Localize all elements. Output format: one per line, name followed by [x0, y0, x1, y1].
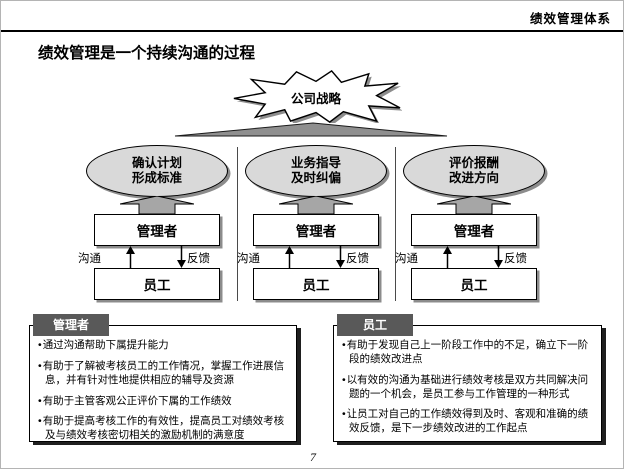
employee-bullet-list: 有助于发现自己上一阶段工作中的不足，确立下一阶段的绩效改进点 以有效的沟通为基础…: [342, 339, 593, 436]
communication-connector: 沟通 反馈: [237, 246, 387, 268]
communicate-label: 沟通: [395, 253, 418, 265]
up-block-arrow-icon: [120, 196, 194, 214]
feedback-label: 反馈: [187, 253, 210, 265]
bullet-item: 有助于提高考核工作的有效性，提高员工对绩效考核及与绩效考核密切相关的激励机制的满…: [38, 415, 288, 443]
manager-panel-body: 通过沟通帮助下属提升能力 有助于了解被考核员工的工作情况，掌握工作进展信息，并有…: [30, 326, 296, 454]
arrow-down-icon: [177, 246, 186, 268]
manager-box: 管理者: [253, 214, 379, 246]
up-block-arrow-icon: [279, 196, 353, 214]
stage-line1: 业务指导: [290, 156, 341, 170]
breadcrumb: 绩效管理体系: [529, 12, 611, 26]
stage-line1: 确认计划: [131, 156, 182, 170]
bullet-item: 让员工对自己的工作绩效得到及时、客观和准确的绩效反馈，是下一步绩效改进的工作起点: [342, 408, 593, 436]
stage-line2: 及时纠偏: [290, 171, 341, 185]
starburst-icon: [233, 70, 402, 123]
stage-line2: 改进方向: [448, 171, 499, 185]
arrow-up-icon: [285, 246, 294, 268]
bullet-item: 以有效的沟通为基础进行绩效考核是双方共同解决问题的一个机会，是员工参与工作管理的…: [342, 374, 593, 402]
arrow-down-icon: [336, 246, 345, 268]
manager-bullet-list: 通过沟通帮助下属提升能力 有助于了解被考核员工的工作情况，掌握工作进展信息，并有…: [38, 339, 288, 443]
communication-connector: 沟通 反馈: [395, 246, 545, 268]
page-title: 绩效管理是一个持续沟通的过程: [38, 45, 256, 62]
bullet-item: 有助于主管客观公正评价下属的工作绩效: [38, 395, 288, 409]
stage-ellipse: 确认计划 形成标准: [86, 145, 228, 197]
communicate-label: 沟通: [237, 253, 260, 265]
stage-ellipse: 评价报酬 改进方向: [403, 145, 545, 197]
stage-column-evaluate: 评价报酬 改进方向 管理者 沟通 反馈 员工: [395, 145, 545, 301]
feedback-label: 反馈: [504, 253, 527, 265]
employee-benefits-panel: 员工 有助于发现自己上一阶段工作中的不足，确立下一阶段的绩效改进点 以有效的沟通…: [333, 314, 602, 442]
header-divider: [1, 30, 623, 32]
employee-box: 员工: [94, 268, 220, 300]
strategy-label: 公司战略: [290, 92, 341, 106]
stage-column-plan: 确认计划 形成标准 管理者 沟通 反馈 员工: [78, 145, 228, 301]
column-divider: [395, 147, 396, 301]
arrow-down-icon: [494, 246, 503, 268]
stage-line1: 评价报酬: [448, 156, 499, 170]
employee-panel-header: 员工: [337, 314, 413, 336]
strategy-starburst: 公司战略: [230, 70, 402, 123]
manager-box: 管理者: [94, 214, 220, 246]
communicate-label: 沟通: [78, 253, 101, 265]
arrow-up-icon: [126, 246, 135, 268]
employee-box: 员工: [411, 268, 537, 300]
bullet-item: 有助于了解被考核员工的工作情况，掌握工作进展信息，并有针对性地提供相应的辅导及资…: [38, 360, 288, 388]
stage-column-guide: 业务指导 及时纠偏 管理者 沟通 反馈 员工: [237, 145, 387, 301]
column-divider: [237, 147, 238, 301]
employee-panel-body: 有助于发现自己上一阶段工作中的不足，确立下一阶段的绩效改进点 以有效的沟通为基础…: [334, 326, 601, 447]
manager-panel-header: 管理者: [33, 314, 109, 336]
employee-box: 员工: [253, 268, 379, 300]
manager-box: 管理者: [411, 214, 537, 246]
page-number: 7: [310, 450, 316, 464]
strategy-triangle: [174, 122, 448, 137]
up-block-arrow-icon: [437, 196, 511, 214]
bullet-item: 有助于发现自己上一阶段工作中的不足，确立下一阶段的绩效改进点: [342, 339, 593, 367]
arrow-up-icon: [443, 246, 452, 268]
feedback-label: 反馈: [346, 253, 369, 265]
stage-line2: 形成标准: [131, 171, 182, 185]
manager-benefits-panel: 管理者 通过沟通帮助下属提升能力 有助于了解被考核员工的工作情况，掌握工作进展信…: [29, 314, 297, 442]
bullet-item: 通过沟通帮助下属提升能力: [38, 339, 288, 353]
communication-connector: 沟通 反馈: [78, 246, 228, 268]
stage-ellipse: 业务指导 及时纠偏: [245, 145, 387, 197]
